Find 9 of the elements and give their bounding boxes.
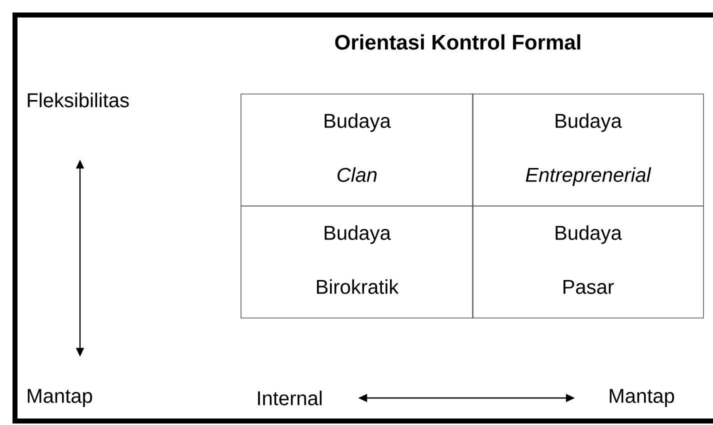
axis-label: Fleksibilitas — [28, 92, 129, 108]
title: Orientasi Kontrol Formal — [335, 34, 580, 50]
axis-label: Internal — [258, 390, 322, 406]
matrix-cell: Budaya Birokratik — [240, 206, 474, 318]
axis-label: Mantap — [610, 389, 674, 407]
axis-label: Mantap — [28, 389, 92, 407]
matrix-cell: Budaya Clan — [240, 94, 474, 206]
matrix-cell: Budaya Pasar — [472, 206, 704, 318]
matrix-cell: Budaya Entreprenerial — [472, 94, 704, 206]
